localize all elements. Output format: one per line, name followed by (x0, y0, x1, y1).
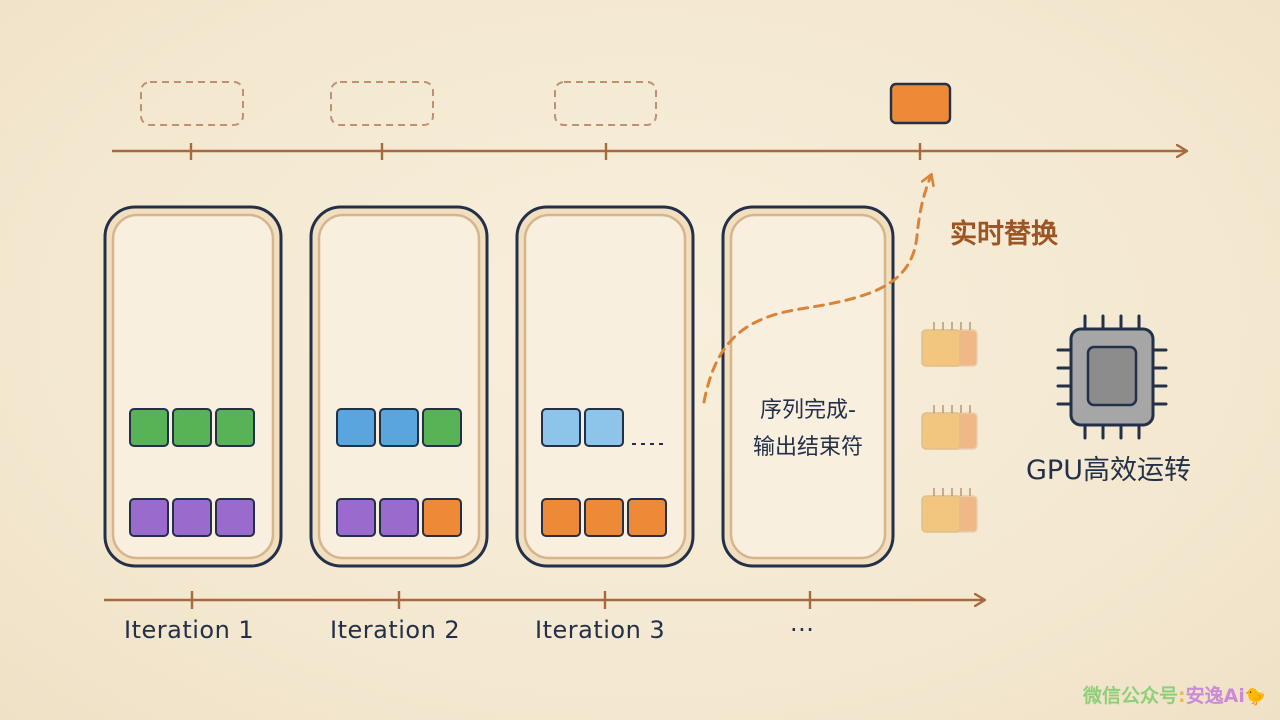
iteration-label-1: Iteration 1 (124, 616, 255, 644)
watermark-brand: 安逸Ai (1185, 685, 1245, 707)
top-timeline-ticks (189, 143, 922, 160)
watermark-name: 微信公众号 (1082, 685, 1178, 707)
gpu-label: GPU高效运转 (1026, 455, 1191, 486)
watermark: 微信公众号:安逸Ai🐤 (1083, 681, 1266, 708)
output-slot-filled (889, 82, 952, 125)
gpu-chip-icon (1056, 314, 1168, 440)
iteration-card-3 (515, 205, 695, 568)
iteration-label-4: ··· (790, 616, 815, 644)
sequence-done-line-2: 输出结束符 (752, 435, 863, 460)
bottom-timeline-ticks (190, 591, 812, 609)
sequence-done-line-1: 序列完成- (760, 398, 856, 423)
card-2-bottom-tokens (336, 498, 462, 537)
output-slot-empty-3 (554, 81, 657, 126)
watermark-emoji: 🐤 (1244, 687, 1266, 707)
output-slot-empty-2 (330, 81, 434, 126)
queued-token-stack-1 (921, 322, 978, 367)
card-1-bottom-tokens (129, 498, 255, 537)
iteration-card-4 (721, 205, 895, 568)
queued-token-stack-3 (921, 488, 978, 533)
iteration-card-2 (309, 205, 489, 568)
iteration-label-2: Iteration 2 (330, 616, 461, 644)
queued-tokens (921, 322, 978, 533)
watermark-colon: : (1178, 685, 1186, 707)
output-slot-empty-1 (140, 81, 244, 126)
iteration-label-3: Iteration 3 (535, 616, 666, 644)
iteration-card-1 (103, 205, 283, 568)
card-2-top-tokens (336, 408, 462, 447)
card-3-bottom-tokens (541, 498, 667, 537)
card-1-top-tokens (129, 408, 255, 447)
replace-label: 实时替换 (950, 219, 1058, 250)
dashed-arrow-icon (702, 172, 935, 404)
card-3-top-tokens (541, 408, 624, 447)
queued-token-stack-2 (921, 405, 978, 450)
